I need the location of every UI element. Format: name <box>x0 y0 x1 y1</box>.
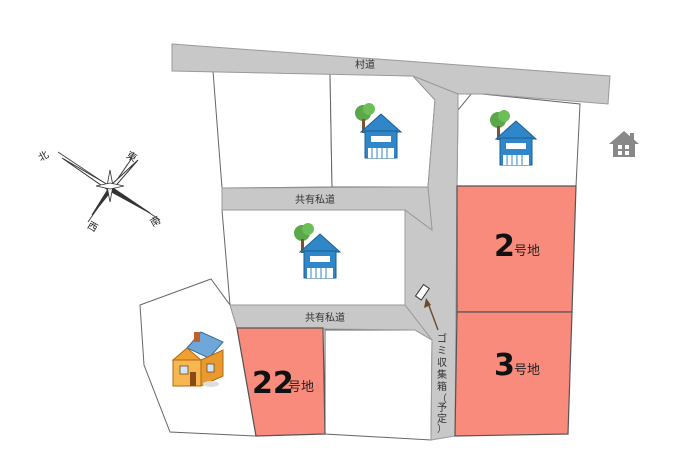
note-char: ） <box>437 423 447 435</box>
shared-private-road-upper-label: 共有私道 <box>295 193 335 206</box>
lot-22-suffix: 号地 <box>288 380 314 395</box>
compass-west-label: 西 <box>85 220 99 235</box>
lot-bottom-middle <box>324 329 433 441</box>
note-char: ミ <box>437 346 447 357</box>
lot-2-label: 2 号地 <box>494 229 540 264</box>
shared-private-road-upper <box>221 186 433 232</box>
note-char: 集 <box>437 368 447 381</box>
note-char: （ <box>437 393 447 405</box>
note-char: ゴ <box>437 332 447 345</box>
gray-house-icon <box>609 131 639 157</box>
lot-2-suffix: 号地 <box>514 244 540 259</box>
lot-3[interactable] <box>454 311 573 437</box>
lot-3-label: 3 号地 <box>494 348 540 383</box>
garbage-box-arrow-head <box>424 298 431 308</box>
roads <box>171 43 611 441</box>
village-road <box>171 43 611 105</box>
compass-north-label: 北 <box>36 149 51 164</box>
lot-3-suffix: 号地 <box>514 363 540 378</box>
lot-2-number: 2 <box>494 229 515 264</box>
shared-private-road-lower-label: 共有私道 <box>305 311 345 324</box>
lot-top-left <box>212 70 333 189</box>
garbage-box-arrow-line <box>427 302 439 331</box>
note-char: 収 <box>437 357 447 369</box>
orange-house-icon <box>171 331 224 387</box>
lot-3-number: 3 <box>494 348 515 383</box>
lot-22-number: 22 <box>252 366 294 401</box>
garbage-box-note: ゴ ミ 収 集 箱 （ 予 定 ） <box>437 332 447 435</box>
highlighted-lots <box>236 185 577 437</box>
village-road-label: 村道 <box>355 58 375 71</box>
garbage-box-icon <box>414 283 430 301</box>
house-with-tree-icon <box>294 223 342 279</box>
compass-east-label: 東 <box>124 148 139 164</box>
shared-private-road-lower <box>229 304 433 341</box>
note-char: 定 <box>437 412 447 425</box>
lot-22-label: 22 号地 <box>252 366 314 401</box>
house-with-tree-icon <box>490 110 538 166</box>
note-char: 予 <box>437 402 447 414</box>
house-with-tree-icon <box>355 103 403 159</box>
compass-south-label: 南 <box>148 213 163 229</box>
note-char: 箱 <box>437 380 447 393</box>
lot-22[interactable] <box>236 327 326 437</box>
garbage-box-marker <box>414 283 439 331</box>
compass-rose-icon: 北 東 西 南 <box>36 148 163 234</box>
